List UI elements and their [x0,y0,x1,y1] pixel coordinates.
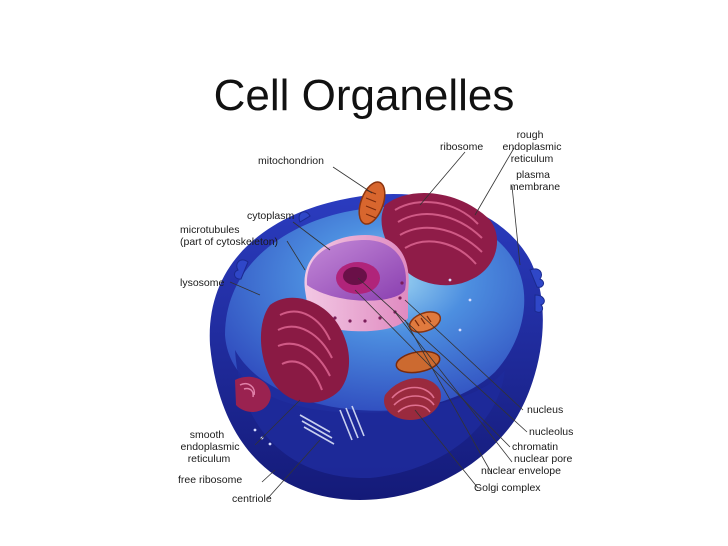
slide-title: Cell Organelles [213,71,515,120]
label-nucleus: nucleus [527,404,563,416]
label-nuclear-envelope: nuclear envelope [481,465,561,477]
smooth-er [235,376,271,412]
label-rough-er-2: endoplasmic [503,141,562,153]
label-free-ribosome: free ribosome [178,474,242,486]
label-rough-er-1: rough [517,129,544,141]
mitochondrion-right [408,311,442,333]
label-golgi-complex: Golgi complex [474,482,541,494]
label-microtubules: microtubules [180,224,240,236]
label-chromatin: chromatin [512,441,558,453]
rough-er-left [260,297,350,403]
label-nuclear-pore: nuclear pore [514,453,573,465]
label-smooth-er-1: smooth [190,429,225,441]
golgi-complex [384,378,441,420]
label-mitochondrion: mitochondrion [258,155,324,167]
label-smooth-er-2: endoplasmic [181,441,240,453]
label-rough-er-3: reticulum [511,153,554,165]
centriole [299,405,365,445]
label-centriole: centriole [232,493,272,505]
label-microtubules-note: (part of cytoskeleton) [180,236,278,248]
plasma-membrane-projections [233,211,545,313]
label-plasma-membrane-2: membrane [510,181,560,193]
label-ribosome: ribosome [440,141,483,153]
label-lysosome: lysosome [180,277,225,289]
label-smooth-er-3: reticulum [188,453,231,465]
leader-lines [229,147,528,499]
label-plasma-membrane-1: plasma [516,169,550,181]
label-nucleolus: nucleolus [529,426,573,438]
rough-er [381,193,498,286]
label-cytoplasm: cytoplasm [247,210,295,222]
